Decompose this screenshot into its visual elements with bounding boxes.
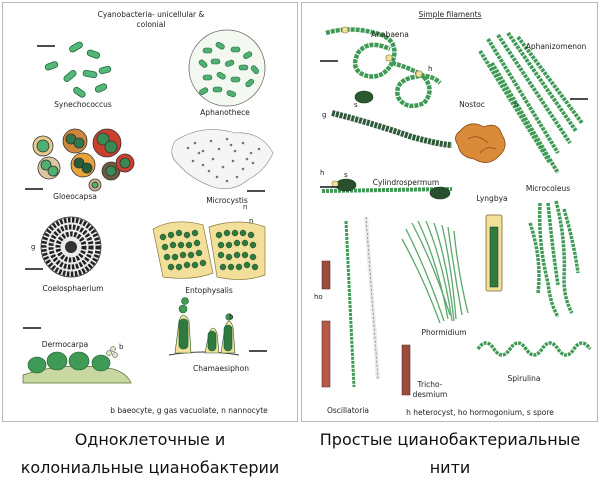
label-microcystis: Microcystis — [206, 196, 248, 205]
oscillatoria-drawing — [321, 216, 380, 388]
chamaesiphon-drawing — [168, 297, 240, 356]
label-nostoc: Nostoc — [459, 100, 485, 109]
trichodesmium-drawing — [401, 344, 411, 396]
unicellular-colonial-panel: Cyanobacteria- unicellular & colonial Sy… — [2, 2, 298, 422]
chamaesiphon-baeocyte-marker: b — [229, 313, 234, 321]
cylindrospermum-heterocyst-marker: h — [320, 169, 324, 177]
entophysalis-drawing — [152, 221, 266, 280]
lyngbya-drawing — [485, 214, 503, 292]
label-phormidium: Phormidium — [421, 328, 466, 337]
caption-right-line2: нити — [429, 458, 471, 477]
label-synechococcus: Synechococcus — [54, 100, 112, 109]
label-trichodesmium-2: desmium — [413, 390, 448, 399]
entophysalis-nannocyte-marker: n — [249, 217, 253, 225]
label-entophysalis: Entophysalis — [185, 286, 233, 295]
aphanizomenon-drawing — [478, 31, 584, 175]
label-oscillatoria: Oscillatoria — [327, 406, 369, 415]
right-panel-legend: h heterocyst, ho hormogonium, s spore — [406, 408, 554, 417]
simple-filaments-illustration: Simple filaments Anabaena h s g Aphanizo… — [314, 10, 592, 417]
label-anabaena: Anabaena — [371, 30, 409, 39]
coelosphaerium-drawing — [40, 216, 102, 278]
label-aphanothece: Aphanothece — [200, 108, 250, 117]
label-coelosphaerium: Coelosphaerium — [43, 284, 104, 293]
label-gloeocapsa: Gloeocapsa — [53, 192, 97, 201]
caption-simple-filaments: Простые цианобактериальные нити — [300, 426, 600, 482]
label-lyngbya: Lyngbya — [476, 194, 507, 203]
right-panel-title: Simple filaments — [419, 10, 482, 19]
simple-filaments-panel: Simple filaments Anabaena h s g Aphanizo… — [301, 2, 598, 422]
nostoc-drawing — [455, 123, 506, 163]
label-dermocarpa: Dermocarpa — [42, 340, 88, 349]
unicellular-colonial-illustration: Cyanobacteria- unicellular & colonial Sy… — [22, 10, 274, 415]
caption-left-line2: колониальные цианобактерии — [20, 458, 280, 477]
cylindrospermum-drawing — [321, 178, 453, 200]
gloeocapsa-drawing — [32, 128, 135, 192]
gas-vacuole-marker: g — [322, 111, 326, 119]
left-panel-title-line2: colonial — [137, 20, 166, 29]
caption-unicellular-colonial: Одноклеточные и колониальные цианобактер… — [0, 426, 300, 482]
gas-vacuolate-filament-drawing — [331, 110, 453, 148]
cylindrospermum-spore-marker: s — [344, 171, 348, 179]
label-microcoleus: Microcoleus — [526, 184, 570, 193]
left-panel-legend: b baeocyte, g gas vacuolate, n nannocyte — [110, 406, 268, 415]
synechococcus-drawing — [37, 41, 112, 98]
label-chamaesiphon: Chamaesiphon — [193, 364, 249, 373]
dermocarpa-drawing — [22, 327, 132, 384]
caption-right-line1: Простые цианобактериальные — [319, 430, 581, 449]
dermocarpa-baeocyte-marker: b — [119, 343, 124, 351]
caption-left-line1: Одноклеточные и — [74, 430, 226, 449]
anabaena-spore — [354, 90, 374, 104]
label-spirulina: Spirulina — [508, 374, 541, 383]
label-cylindrospermum: Cylindrospermum — [373, 178, 439, 187]
microcystis-nannocyte-marker: n — [243, 203, 247, 211]
anabaena-spore-marker: s — [354, 101, 358, 109]
aphanothece-drawing — [188, 29, 266, 107]
label-trichodesmium-1: Tricho- — [417, 380, 443, 389]
phormidium-drawing — [401, 220, 469, 324]
microcystis-drawing — [171, 129, 274, 190]
aphanizomenon-heterocyst-marker: h — [514, 101, 518, 109]
left-panel-title-line1: Cyanobacteria- unicellular & — [98, 10, 205, 19]
coelosphaerium-gas-vacuole-marker: g — [31, 243, 35, 251]
label-aphanizomenon-line1: Aphanizomenon — [526, 42, 587, 51]
spirulina-drawing — [476, 341, 592, 357]
anabaena-heterocyst-marker: h — [428, 65, 432, 73]
anabaena-heterocysts — [341, 26, 423, 78]
anabaena-drawing — [325, 27, 442, 109]
oscillatoria-hormogonium-marker: ho — [314, 293, 323, 301]
microcoleus-drawing — [528, 200, 580, 318]
